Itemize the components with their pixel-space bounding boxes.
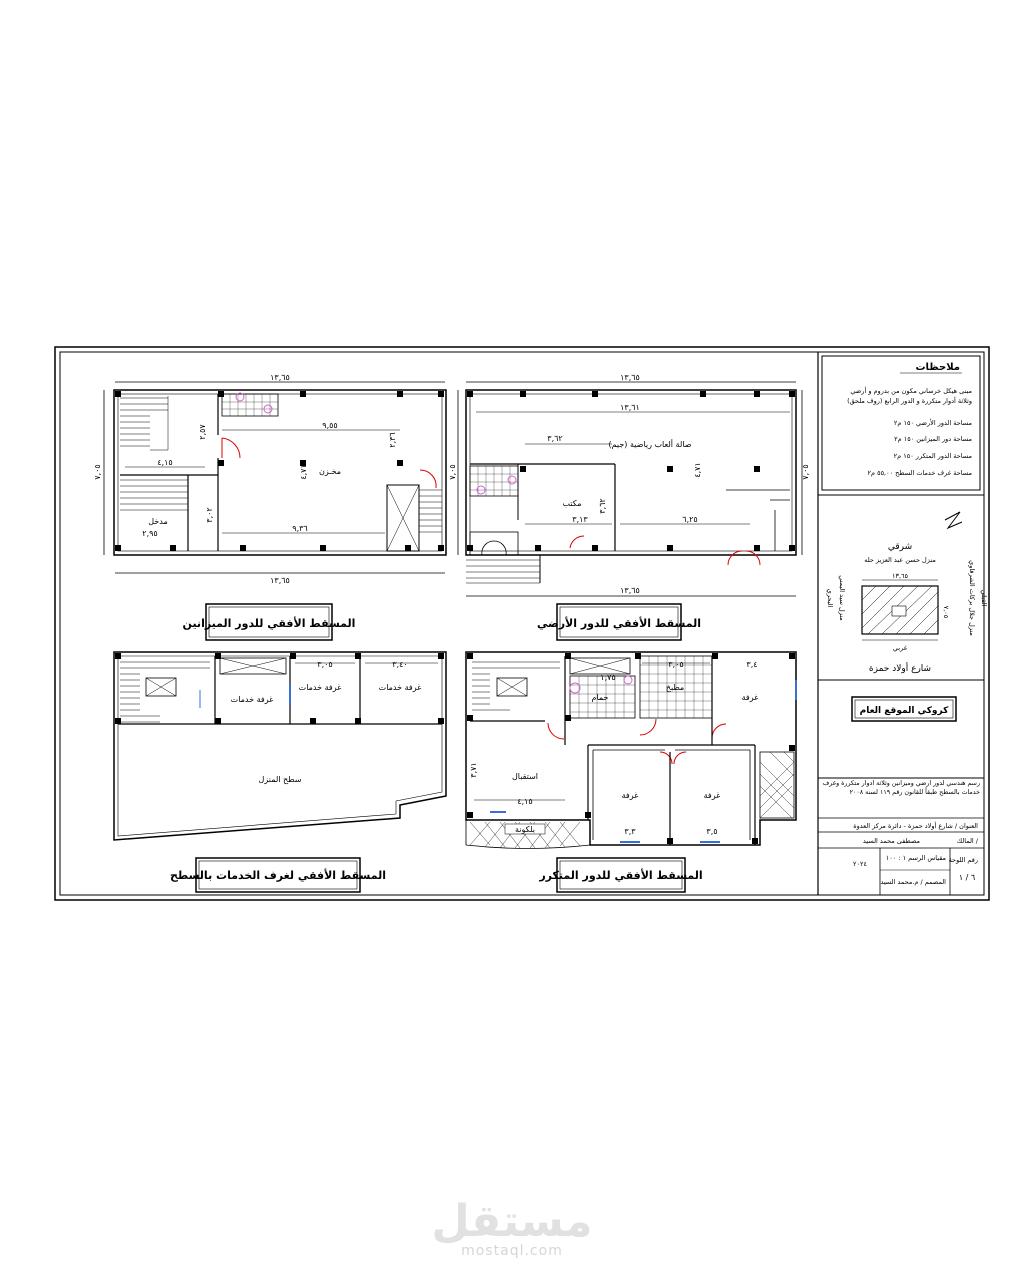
sheet-no: ٦ / ١ — [959, 873, 975, 882]
site-neighbor-right: منزل جلال بركات الشرقاوي — [968, 560, 976, 636]
dim-bottom: ١٣,٦٥ — [270, 576, 290, 585]
plan-title-mezzanine: المسقط الأفقي للدور الميزانين — [183, 616, 356, 630]
room-balcony: بلكونة — [515, 825, 535, 834]
plan-typical: بلكونة ٣,٠٥ ٣,٤ ٤,١٥ ٣,٣ ٣,٥ ٣,٧١ ١,٧٥ م… — [465, 651, 797, 849]
dim-b: ٣,٠٢ — [205, 507, 214, 522]
sheet-description: رسم هندسي لدور أرضي وميزانين وثلاثة أدوا… — [822, 780, 980, 796]
plan-ground: ١٣,٦٥ ١٣,٦٥ ٧,٠٥ ٧,٠٥ ١٣,٦١ — [448, 373, 810, 597]
room-bath: حمام — [592, 693, 609, 702]
title-box-typical: المسقط الأفقي للدور المتكرر — [538, 857, 703, 893]
dim-f: ٣,٧١ — [469, 762, 478, 777]
dim-b: ٣,١٣ — [572, 515, 588, 524]
sheet-no-label: رقم اللوحة — [949, 856, 978, 864]
dim-bottom: ١٣,٦٥ — [620, 586, 640, 595]
dim-c: ٢,٩٥ — [142, 529, 157, 538]
dim-a: ٣,٠٥ — [668, 660, 683, 669]
site-neighbor-left: منزل سيد اليمني — [838, 575, 846, 621]
sheet-address: العنوان / شارع أولاد حمزة - دائرة مركز ا… — [853, 821, 978, 830]
dim-d: ٤,٧١ — [693, 462, 702, 477]
north-arrow-icon — [944, 511, 963, 530]
watermark-brand: مستقل — [432, 1196, 593, 1247]
room-store: مخـزن — [319, 467, 341, 476]
room-hall: صالة ألعاب رياضية (جيم) — [608, 439, 691, 449]
room-service3: غرفة خدمات — [379, 683, 422, 692]
dim-top: ١٣,٦٥ — [620, 373, 640, 382]
site-side-left: البحري — [826, 589, 834, 608]
dim-a: ٤,١٥ — [157, 458, 172, 467]
dim-side: ٧,٠٥ — [448, 464, 457, 479]
plan-roof: ٣,٠٥ ٣,٤٠ غرفة خدمات غرفة خدمات غرفة خدم… — [113, 651, 447, 841]
plan-mezzanine: ١٣,٦٥ ١٣,٦٥ ٧,٠٥ — [93, 373, 447, 585]
notes-area4: مساحة غرف خدمات السطح ٥٥,٠٠ م٢ — [867, 469, 972, 477]
site-north: شرقي — [888, 542, 912, 552]
title-block: كروكي الموقع العام رسم هندسي لدور أرضي و… — [817, 696, 985, 896]
title-box-ground: المسقط الأفقي للدور الأرضي — [537, 603, 701, 641]
notes-area1: مساحة الدور الأرضي ١٥٠ م٢ — [894, 418, 972, 427]
notes-line1: مبنى هيكل خرساني مكون من بدروم و أرضي — [850, 386, 972, 395]
notes-panel: ملاحظات مبنى هيكل خرساني مكون من بدروم و… — [821, 355, 981, 491]
dim-side: ٧,٠٥ — [93, 464, 102, 479]
room-service2: غرفة خدمات — [299, 683, 342, 692]
owner-name: مصطفى محمد السيد — [863, 837, 920, 845]
site-dim-h: ٧,٠٥ — [942, 606, 950, 619]
owner-label: المالك / — [957, 837, 979, 845]
watermark-site: mostaql.com — [461, 1243, 563, 1259]
site-side-right: القبلي — [980, 590, 988, 607]
dim-e: ٣,٥ — [706, 827, 717, 836]
sheet-scale: مقياس الرسم ١ : ١٠٠ — [886, 854, 946, 862]
site-side-bottom: غربي — [893, 644, 908, 652]
site-street: شارع أولاد حمزة — [869, 662, 931, 674]
dim-d: ٣,٣ — [624, 827, 636, 836]
watermark: مستقل mostaql.com — [432, 1196, 593, 1259]
dim-e: ٢,٣٦ — [388, 432, 397, 447]
room-reception: استقبال — [512, 772, 538, 781]
title-box-roof: المسقط الأفقي لغرف الخدمات بالسطح — [170, 857, 386, 893]
dim-a: ٣,٠٥ — [317, 660, 332, 669]
plan-title-roof: المسقط الأفقي لغرف الخدمات بالسطح — [170, 868, 386, 882]
room-service1: غرفة خدمات — [231, 695, 274, 704]
sheet-title: كروكي الموقع العام — [860, 706, 950, 716]
sheet-inner-border — [59, 351, 985, 896]
sheet-border — [54, 346, 990, 901]
dim-inner-top: ٩,٥٥ — [322, 421, 337, 430]
plan-title-ground: المسقط الأفقي للدور الأرضي — [537, 616, 701, 630]
room-roof: سطح المنزل — [259, 775, 302, 784]
room-entry: مدخل — [148, 517, 168, 526]
dim-inner-top: ١٣,٦١ — [620, 403, 640, 412]
dim-c: ٤,١٥ — [517, 797, 532, 806]
dim-b: ٣,٤ — [746, 660, 757, 669]
dim-e: ٣,٦٢ — [598, 498, 607, 513]
sheet-drawn-by: المصمم / م.محمد السيد — [880, 878, 946, 886]
dim-top: ١٣,٦٥ — [270, 373, 290, 382]
room-bed1: غرفة — [742, 693, 759, 702]
dim-a: ٣,٦٢ — [547, 434, 562, 443]
dim-side-right: ٧,٠٥ — [801, 464, 810, 479]
dim-stair: ٢,٥٧ — [198, 424, 207, 440]
room-bed2: غرفة — [622, 791, 639, 800]
dim-b: ٣,٤٠ — [392, 660, 407, 669]
sheet-date: ٢٠٢٤ — [853, 860, 867, 868]
notes-area2: مساحة دور الميزانين ١٥٠ م٢ — [894, 435, 972, 443]
site-plan: شرقي منزل حسن عبد العزيز حله منزل سيد ال… — [818, 494, 988, 681]
notes-heading: ملاحظات — [915, 362, 960, 373]
room-office: مكتب — [563, 499, 582, 508]
notes-area3: مساحة الدور المتكرر ١٥٠ م٢ — [894, 452, 972, 460]
site-dim-w: ١٣,٦٥ — [892, 572, 909, 580]
dim-g: ١,٧٥ — [600, 673, 615, 682]
room-kitchen: مطبخ — [666, 683, 684, 692]
plan-title-typical: المسقط الأفقي للدور المتكرر — [538, 868, 702, 882]
room-bed3: غرفة — [704, 791, 721, 800]
site-neighbor-top: منزل حسن عبد العزيز حله — [864, 556, 936, 564]
dim-inner-bottom: ٩,٣٦ — [292, 524, 307, 533]
dim-d: ٤,٧١ — [299, 464, 308, 479]
notes-line2: وثلاثة أدوار متكررة و الدور الرابع (روف … — [847, 396, 972, 405]
dim-c: ٦,٢٥ — [682, 515, 697, 524]
title-box-mezzanine: المسقط الأفقي للدور الميزانين — [183, 603, 356, 641]
